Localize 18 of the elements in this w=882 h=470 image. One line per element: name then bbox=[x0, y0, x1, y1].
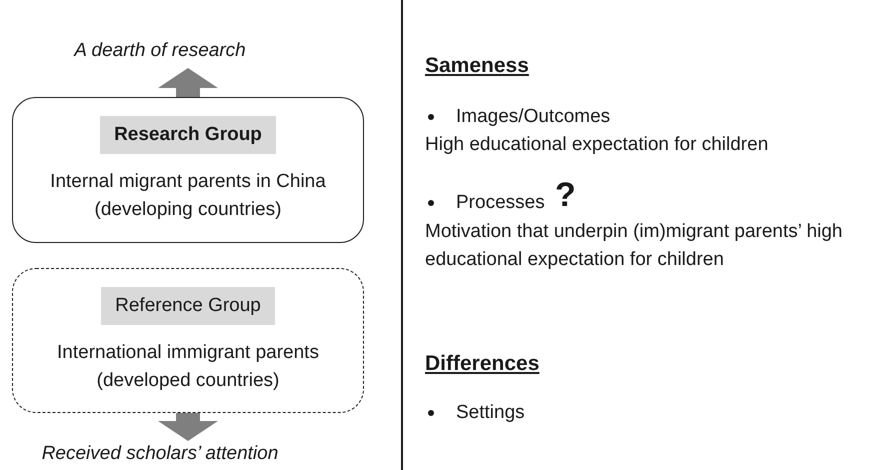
block-arrow bbox=[158, 413, 218, 441]
group-box bbox=[12, 268, 364, 413]
section-heading: Sameness bbox=[425, 54, 529, 78]
outcome-text: Received scholars’ attention bbox=[42, 443, 278, 465]
group-heading: Reference Group bbox=[101, 287, 275, 325]
group-description: International immigrant parents (developed countries) bbox=[56, 341, 320, 393]
group-description: Internal migrant parents in China (developing countries) bbox=[49, 170, 327, 222]
section-heading: Differences bbox=[425, 352, 540, 376]
bullet-item: Images/Outcomes bbox=[456, 106, 610, 128]
outcome-text: A dearth of research bbox=[74, 40, 246, 62]
block-arrow bbox=[158, 68, 218, 97]
group-heading: Research Group bbox=[100, 116, 276, 154]
question-mark: ? bbox=[555, 176, 576, 215]
description-text: High educational expectation for children bbox=[425, 134, 768, 156]
bullet-item: Settings bbox=[456, 402, 525, 424]
group-box bbox=[12, 97, 364, 243]
bullet-item: Processes bbox=[456, 192, 545, 214]
description-text: Motivation that underpin (im)migrant parents’ high educational expectation for children bbox=[425, 220, 844, 272]
